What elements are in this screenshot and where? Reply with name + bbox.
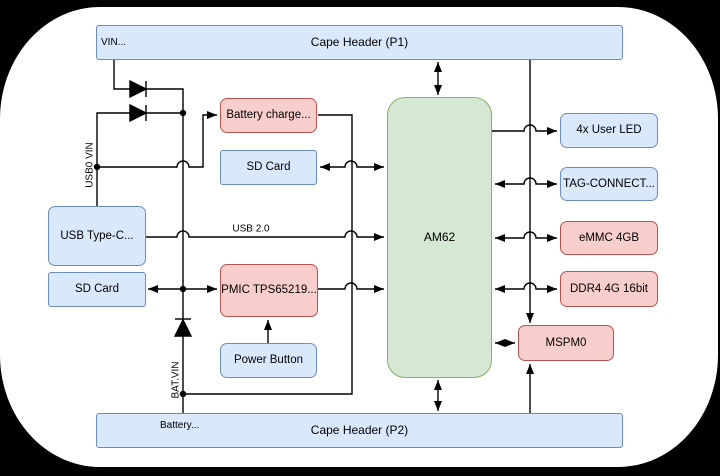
- wire-battery-path: [183, 114, 353, 395]
- node-tag-connect[interactable]: TAG-CONNECT...: [560, 167, 658, 201]
- wire-emmc: [495, 231, 557, 242]
- wire-sdcard-am62: [320, 160, 384, 171]
- node-battery-charge[interactable]: Battery charge...: [220, 98, 317, 133]
- node-emmc[interactable]: eMMC 4GB: [560, 221, 658, 255]
- label-battery: Battery...: [160, 420, 200, 431]
- wire-pmic-am62: [318, 282, 384, 293]
- wire-tag-connect: [495, 177, 557, 188]
- label-usb2: USB 2.0: [232, 223, 270, 235]
- wire-battery-charge-input: [97, 111, 217, 168]
- node-sd-card-mid[interactable]: SD Card: [220, 150, 317, 185]
- node-power-button[interactable]: Power Button: [220, 343, 317, 378]
- node-user-led[interactable]: 4x User LED: [560, 113, 658, 148]
- wire-usb2: [146, 230, 384, 241]
- node-sd-card-left[interactable]: SD Card: [48, 272, 146, 307]
- junction-dot: [179, 390, 187, 398]
- label-vin: VIN...: [101, 37, 127, 48]
- junction-dot: [179, 285, 187, 293]
- junction-dot: [179, 109, 187, 117]
- wire-user-led: [492, 124, 557, 135]
- wire-ddr4: [495, 282, 557, 293]
- diode-icon-battery: [173, 318, 193, 337]
- label-usb0-vin: USB0 VIN: [84, 142, 96, 188]
- wire-usb0-vin: [96, 112, 183, 206]
- diode-icon-usb0: [129, 103, 148, 123]
- node-mspm0[interactable]: MSPM0: [518, 325, 614, 361]
- node-cape-header-p2[interactable]: Cape Header (P2): [96, 413, 623, 448]
- diode-icon-vin: [129, 79, 148, 99]
- node-pmic[interactable]: PMIC TPS65219...: [220, 264, 318, 317]
- junction-dot: [93, 163, 101, 171]
- node-usb-type-c[interactable]: USB Type-C...: [48, 206, 146, 266]
- node-cape-header-p1[interactable]: Cape Header (P1): [96, 25, 623, 60]
- node-ddr4[interactable]: DDR4 4G 16bit: [560, 271, 658, 307]
- wire-vin: [113, 60, 184, 113]
- node-am62[interactable]: AM62: [387, 97, 492, 378]
- label-bat-vin: BAT.VIN: [170, 361, 182, 399]
